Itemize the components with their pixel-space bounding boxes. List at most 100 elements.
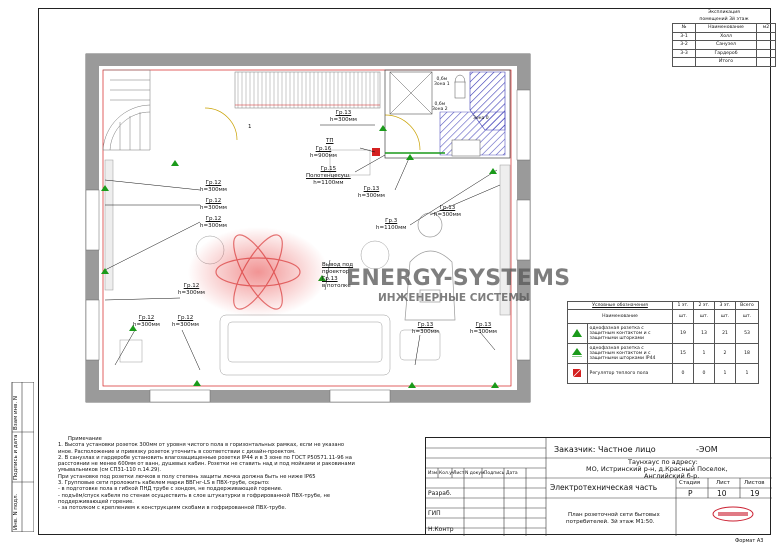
stamp-header-sign: Подпись bbox=[484, 471, 505, 476]
outer-walls bbox=[85, 53, 531, 403]
note-line: 3. Групповые сети проложить кабелем марк… bbox=[58, 480, 270, 487]
spec-cell bbox=[756, 57, 776, 67]
stamp-address-2: МО, Истринский р-н, д.Красный Поселок, bbox=[586, 465, 728, 473]
note-line: иное. Расположение и привязку розеток ут… bbox=[58, 448, 296, 455]
socket-ip44-icon bbox=[567, 343, 588, 364]
note-line: - в подготовке пола в гибкой ПНД трубе с… bbox=[58, 486, 283, 493]
note-line: расстоянии не менее 600мм от ванн, душев… bbox=[58, 461, 355, 468]
note-line: - подъём/спуск кабеля по стенам осуществ… bbox=[58, 492, 331, 499]
bathroom bbox=[372, 69, 511, 159]
socket-icon bbox=[567, 323, 588, 344]
legend-sub-header: Наименование bbox=[567, 309, 673, 324]
watermark-logo bbox=[215, 234, 301, 310]
note-line: 2. В санузлах и гардеробе установить вла… bbox=[58, 454, 352, 461]
stamp-drawing-title-1: План розеточной сети бытовых bbox=[568, 512, 660, 518]
legend-value: 53 bbox=[735, 323, 759, 344]
legend-name: Регулятор теплого пола bbox=[586, 363, 674, 384]
spec-title-1: Экспликация bbox=[708, 10, 740, 15]
spec-title-2: помещений 3й этаж bbox=[699, 17, 749, 22]
legend-value: 13 bbox=[693, 323, 715, 344]
legend-row: однофазная розетка с защитным контактом … bbox=[567, 323, 759, 344]
stamp-razrab: Разраб. bbox=[428, 490, 452, 497]
watermark-glow bbox=[188, 227, 328, 317]
notes-block: Примечание 1. Высота установки розеток 3… bbox=[58, 436, 418, 512]
note-line: поддерживающей горение. bbox=[58, 498, 134, 505]
watermark-brand: ENERGY-SYSTEMS bbox=[346, 266, 571, 291]
legend-value: 1 bbox=[693, 343, 715, 364]
legend-row: Регулятор теплого пола 0 0 1 1 bbox=[567, 363, 759, 384]
legend-value: 21 bbox=[714, 323, 736, 344]
drawing-frame bbox=[38, 8, 771, 535]
room-number: 1 bbox=[248, 124, 252, 130]
stamp-sheet: 10 bbox=[717, 489, 727, 498]
stamp-address-1: Таунхаус по адресу: bbox=[628, 458, 698, 466]
legend-value: 0 bbox=[693, 363, 715, 384]
legend-col-header: Всего bbox=[735, 301, 759, 310]
legend-sub-header: шт. bbox=[735, 309, 759, 324]
note-line: - за потолком с креплением к конструкция… bbox=[58, 505, 287, 512]
floor-heating-regulator bbox=[372, 148, 380, 156]
stamp-drawing-title-2: потребителей. 3й этаж М1:50. bbox=[566, 519, 655, 525]
notes-title: Примечание bbox=[68, 436, 102, 442]
note-line: При установке под розетки лючков в полу … bbox=[58, 473, 316, 480]
stamp-header-date: Дата bbox=[506, 471, 518, 476]
legend-col-header: 3 эт. bbox=[714, 301, 736, 310]
legend-row: однофазная розетка с защитным контактом … bbox=[567, 343, 759, 364]
stamp-header-izm: Изм. bbox=[428, 471, 439, 476]
stamp-gip: ГИП bbox=[428, 510, 441, 517]
legend-value: 1 bbox=[714, 363, 736, 384]
stamp-address-3: Английский б-р. bbox=[644, 472, 700, 480]
legend-name: однофазная розетка с защитным контактом … bbox=[586, 323, 674, 344]
stamp-code: -ЭОМ bbox=[696, 445, 718, 454]
stamp-customer: Заказчик: Частное лицо bbox=[554, 445, 656, 454]
legend-value: 15 bbox=[672, 343, 694, 364]
zone-0-label: Зона 0 bbox=[473, 116, 489, 121]
legend-value: 2 bbox=[714, 343, 736, 364]
legend-value: 0 bbox=[672, 363, 694, 384]
stamp-nkontr: Н.Контр bbox=[428, 526, 454, 533]
title-block: Изм. Кол.уч Лист N докум. Подпись Дата Р… bbox=[425, 437, 772, 536]
stamp-sheet-label: Лист bbox=[716, 480, 730, 486]
cable-route bbox=[102, 69, 512, 387]
side-strip: Инв. N подл. Подпись и дата Взам инв. N bbox=[8, 382, 34, 532]
stamp-format: Формат А3 bbox=[735, 538, 764, 544]
stamp-stage: Р bbox=[688, 489, 693, 498]
stamp-sheets: 19 bbox=[750, 489, 760, 498]
note-line: умывальников (см СП31-110 п.14.29). bbox=[58, 467, 162, 474]
watermark-subtitle: ИНЖЕНЕРНЫЕ СИСТЕМЫ bbox=[378, 292, 530, 304]
stamp-header-list: Лист bbox=[453, 471, 465, 476]
legend-table: Условные обозначения 1 эт. 2 эт. 3 эт. В… bbox=[567, 301, 759, 384]
legend-title: Условные обозначения bbox=[592, 303, 648, 308]
wardrobe bbox=[234, 71, 381, 109]
stamp-header-koluch: Кол.уч bbox=[439, 471, 455, 476]
note-line: 1. Высота установки розеток 300мм от уро… bbox=[58, 442, 345, 449]
stamp-sheets-label: Листов bbox=[744, 480, 765, 486]
legend-col-header: 2 эт. bbox=[693, 301, 715, 310]
stamp-header-doc: N докум. bbox=[465, 471, 486, 476]
zone-1-label: 0,6м Зона 1 bbox=[434, 77, 450, 87]
zone-2-label: 0,6м Зона 2 bbox=[432, 102, 448, 112]
legend-value: 1 bbox=[735, 363, 759, 384]
legend-name: однофазная розетка с защитным контактом … bbox=[586, 343, 674, 364]
company-logo bbox=[708, 504, 758, 524]
staircase bbox=[102, 69, 151, 151]
legend-sub-header: шт. bbox=[714, 309, 736, 324]
legend-value: 19 bbox=[672, 323, 694, 344]
label-tp: ТП bbox=[326, 138, 334, 144]
legend-sub-header: шт. bbox=[672, 309, 694, 324]
